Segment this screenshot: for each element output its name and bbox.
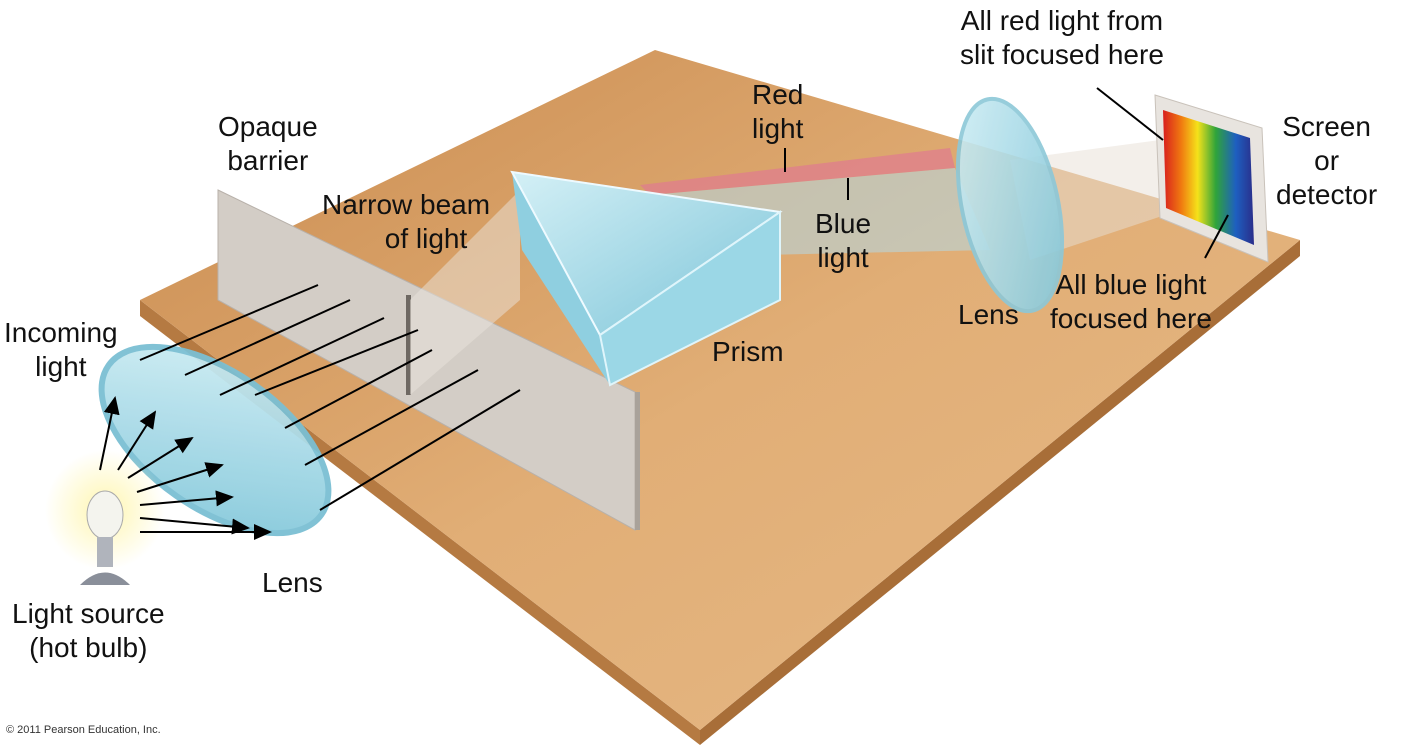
narrow-beam bbox=[410, 190, 520, 395]
label-line: All red light from bbox=[960, 5, 1164, 36]
table-edge-right bbox=[700, 240, 1300, 745]
label-line: Screen bbox=[1282, 111, 1371, 142]
label-line: light bbox=[752, 113, 804, 144]
slit bbox=[406, 295, 411, 395]
label-line: Light source bbox=[12, 598, 165, 629]
label-line: All blue light bbox=[1055, 269, 1207, 300]
label-line: (hot bulb) bbox=[29, 632, 148, 663]
label-line: Narrow beam bbox=[322, 189, 491, 220]
label-line: barrier bbox=[227, 145, 309, 176]
spectrum bbox=[1163, 110, 1254, 245]
bulb-rays bbox=[99, 396, 272, 540]
label-line: focused here bbox=[1050, 303, 1212, 334]
label-line: light bbox=[817, 242, 869, 273]
label-line: light bbox=[35, 351, 87, 382]
red-beam bbox=[640, 148, 955, 195]
bulb-neck bbox=[97, 537, 113, 567]
label-line: Incoming bbox=[4, 317, 118, 348]
bulb-icon bbox=[86, 490, 124, 540]
label-prism: Prism bbox=[712, 336, 784, 367]
prism-left-face bbox=[512, 172, 610, 385]
left-lens bbox=[98, 343, 332, 537]
label-light-source: Light source(hot bulb) bbox=[12, 597, 165, 665]
leader-lines bbox=[784, 87, 1229, 259]
label-line: Red bbox=[752, 79, 804, 110]
right-lens bbox=[955, 96, 1065, 314]
bulb-base bbox=[80, 572, 130, 585]
label-lens-left: Lens bbox=[262, 567, 323, 598]
label-line: Opaque bbox=[218, 111, 318, 142]
barrier-edge bbox=[635, 392, 640, 530]
label-line: or bbox=[1314, 145, 1340, 176]
parallel-rays bbox=[139, 284, 521, 511]
label-lens-right: Lens bbox=[958, 299, 1019, 330]
label-line: slit focused here bbox=[960, 39, 1164, 70]
label-line: of light bbox=[384, 223, 468, 254]
label-line: detector bbox=[1276, 179, 1378, 210]
prism-front-face bbox=[598, 210, 781, 387]
copyright: © 2011 Pearson Education, Inc. bbox=[6, 724, 161, 736]
label-line: Blue bbox=[815, 208, 872, 239]
